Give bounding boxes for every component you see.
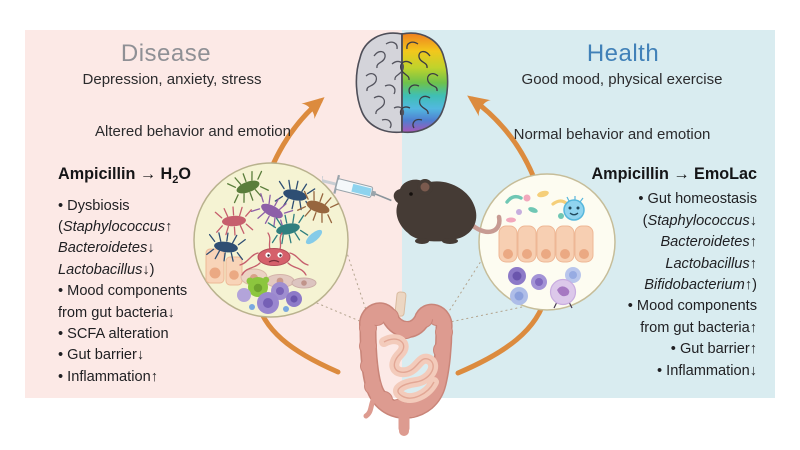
list-item: Lactobacillus↓)	[58, 261, 155, 278]
magnification-dotted-lines	[311, 249, 528, 323]
list-item: • Mood components	[58, 283, 188, 300]
syringe-icon	[322, 174, 392, 202]
happy-bacterium-icon	[563, 196, 585, 221]
health-title: Health	[586, 40, 660, 67]
list-item: • Gut barrier↓	[58, 347, 145, 364]
list-item: (Staphylococcus↑	[58, 219, 173, 236]
ampicillin-emolac-heading: Ampicillin → EmoLac	[591, 165, 757, 183]
list-item: (Staphylococcus↓	[642, 212, 757, 229]
ampicillin-water-heading: Ampicillin → H2O	[58, 165, 191, 187]
list-item: • Gut barrier↑	[670, 341, 757, 358]
pathogenic-bacteria	[205, 167, 341, 265]
normal-behavior-label: Normal behavior and emotion	[513, 126, 711, 143]
brain-right-hemisphere	[401, 32, 449, 134]
brain-gyri-lines	[365, 41, 405, 129]
list-item: • Gut homeostasis	[638, 191, 757, 208]
smiling-macrophage-icon	[549, 278, 577, 309]
list-item: • Dysbiosis	[58, 197, 130, 214]
health-effects-list: Ampicillin → EmoLac • Gut homeostasis (S…	[591, 164, 757, 382]
list-item: Lactobacillus↑	[665, 255, 757, 272]
altered-behavior-label: Altered behavior and emotion	[95, 123, 291, 140]
disease-effects-list: Ampicillin → H2O • Dysbiosis (Staphyloco…	[58, 164, 191, 388]
mouse-tail	[469, 214, 502, 235]
brain-left-hemisphere	[355, 32, 403, 134]
disease-title: Disease	[120, 40, 212, 67]
health-subtitle: Good mood, physical exercise	[521, 71, 723, 88]
split-brain-illustration	[355, 32, 449, 134]
brain-gyri-lines-right	[399, 41, 439, 129]
list-item: • SCFA alteration	[58, 326, 169, 343]
mouse-body	[393, 179, 477, 242]
intact-epithelium	[498, 225, 594, 263]
list-item: • Inflammation↑	[58, 368, 159, 385]
list-item: • Mood components	[627, 298, 757, 315]
list-item: from gut bacteria↓	[58, 304, 175, 321]
appendix	[363, 395, 377, 419]
list-item: Bifidobacterium↑)	[644, 277, 757, 294]
list-item: Bacteroidetes↓	[58, 240, 155, 257]
disease-subtitle: Depression, anxiety, stress	[82, 71, 262, 88]
dysbiotic-microbiota-illustration	[193, 162, 349, 318]
inflammation-cells	[237, 276, 302, 314]
angry-bacterium-icon	[239, 232, 309, 276]
list-item: from gut bacteria↑	[640, 319, 757, 336]
mouse-eye	[409, 192, 413, 196]
list-item: • Inflammation↓	[656, 362, 757, 379]
healthy-microbiota-illustration	[478, 173, 616, 311]
small-intestine	[379, 334, 439, 404]
resident-immune-cells	[508, 267, 581, 309]
rectum	[398, 402, 410, 436]
list-item: Bacteroidetes↑	[660, 234, 757, 251]
intestine-illustration	[359, 291, 453, 436]
mouse-oral-gavage-illustration	[322, 174, 502, 244]
